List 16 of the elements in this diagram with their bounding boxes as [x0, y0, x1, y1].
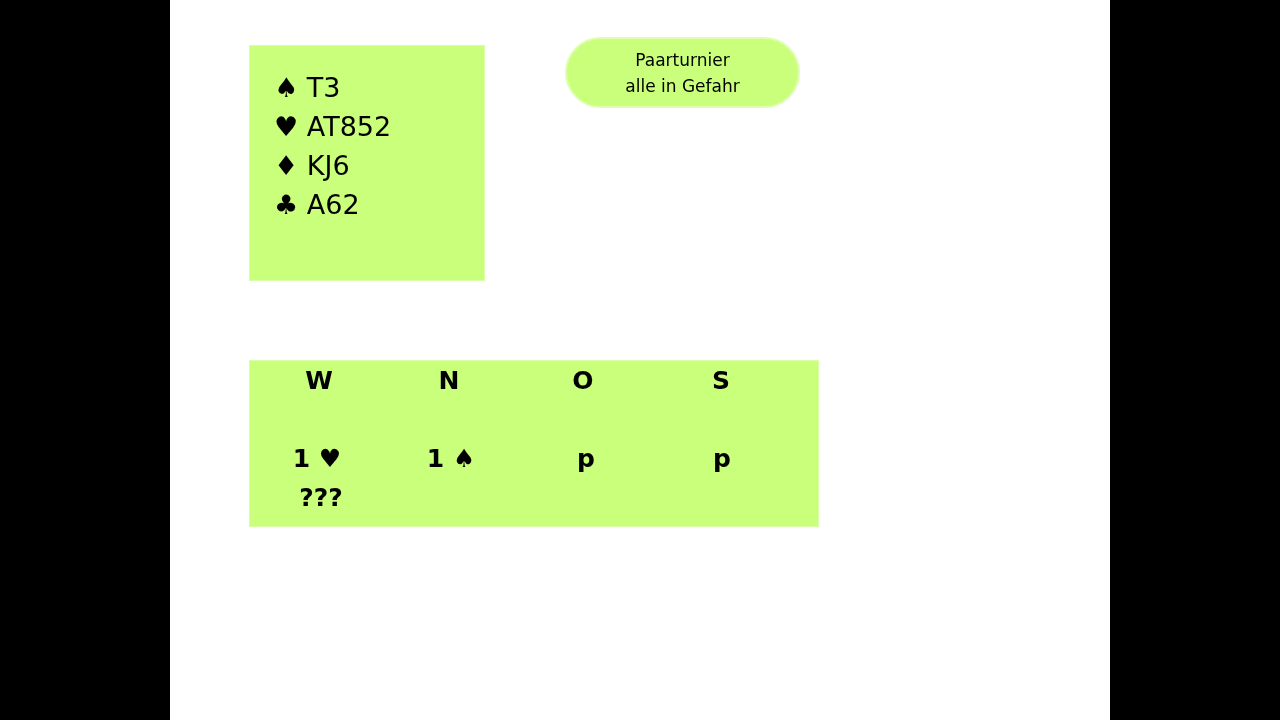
bid-text: p [713, 444, 731, 474]
hand-card [249, 45, 485, 281]
card-holding: ♦ KJ6 [274, 150, 350, 182]
bid-text: ??? [299, 483, 343, 513]
seat-label: S [712, 366, 730, 396]
bid-text: 1 ♠ [426, 444, 476, 474]
bid-text: 1 ♥ [292, 444, 342, 474]
seat-label: W [305, 366, 333, 396]
card-holding: ♠ T3 [274, 72, 341, 104]
card-holding: ♥ AT852 [274, 111, 392, 143]
bidding-table [249, 360, 819, 527]
card-holding: ♣ A62 [274, 189, 360, 221]
bid-text: p [577, 444, 595, 474]
seat-label: N [438, 366, 460, 396]
note-text: Paarturnier alle in Gefahr [624, 48, 741, 98]
seat-label: O [572, 366, 594, 396]
